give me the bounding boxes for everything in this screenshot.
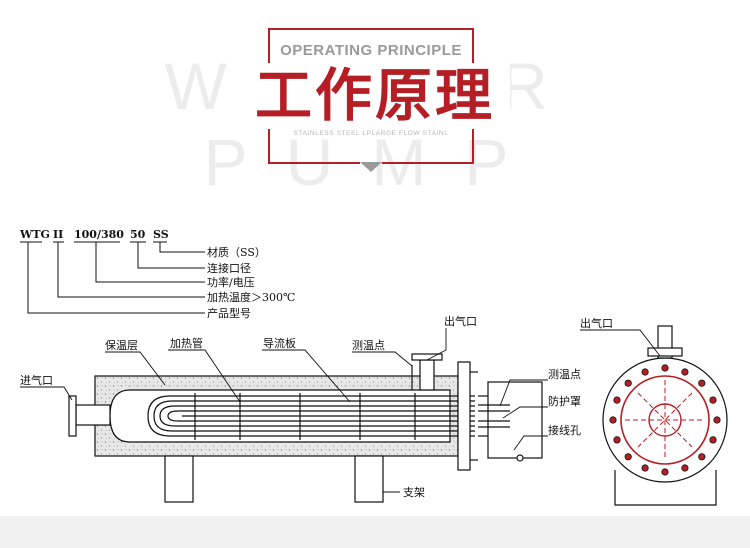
bolt-hole-icon	[624, 453, 632, 461]
bolt-hole-icon	[661, 468, 669, 476]
label-wiring-hole: 接线孔	[548, 423, 581, 437]
bolt-hole-icon	[709, 396, 717, 404]
model-code-block: WTG II 100/380 50 SS	[19, 228, 205, 314]
label-temp-point-box: 测温点	[548, 368, 581, 381]
frame-notch-icon	[360, 162, 382, 172]
leader-lines	[20, 328, 548, 493]
model-code-part-4: 50	[130, 228, 146, 241]
bolt-hole-icon	[613, 436, 621, 444]
model-code-part-5: SS	[153, 228, 169, 241]
legend-heating-temp: 加热温度＞300℃	[207, 290, 295, 304]
legend-material: 材质（SS）	[207, 245, 266, 259]
label-support: 支架	[403, 486, 425, 499]
legend-power-voltage: 功率/电压	[207, 275, 255, 289]
title-chinese: 工作原理	[240, 63, 510, 129]
heater-side-view	[68, 353, 543, 503]
label-shield: 防护罩	[548, 394, 581, 408]
model-code-part-2: II	[53, 228, 63, 241]
flange-bolts	[609, 364, 721, 476]
title-subtitle: STAINLESS STEEL LPLARGE FLOW STAINL	[293, 130, 449, 137]
leader-outlet-end	[580, 329, 661, 357]
bolt-hole-icon	[698, 379, 706, 387]
legend-connection-size: 连接口径	[207, 262, 251, 275]
bolt-hole-icon	[713, 416, 721, 424]
label-baffle: 导流板	[263, 336, 296, 350]
bolt-hole-icon	[613, 396, 621, 404]
title-frame-bottom-left	[268, 162, 360, 164]
legend-product-model: 产品型号	[207, 306, 251, 320]
bolt-hole-icon	[641, 368, 649, 376]
bolt-hole-icon	[661, 364, 669, 372]
heater-end-view	[602, 325, 728, 506]
label-heating-tube: 加热管	[170, 336, 203, 350]
label-outlet-end: 出气口	[580, 316, 613, 330]
title-english: OPERATING PRINCIPLE	[280, 42, 462, 59]
bolt-hole-icon	[624, 379, 632, 387]
footer-band	[0, 516, 750, 548]
bolt-hole-icon	[609, 416, 617, 424]
label-outlet: 出气口	[444, 314, 477, 328]
title-frame-bottom-right	[382, 162, 474, 164]
bolt-hole-icon	[641, 464, 649, 472]
label-insulation: 保温层	[105, 338, 138, 352]
bolt-hole-icon	[698, 453, 706, 461]
label-inlet: 进气口	[20, 373, 53, 387]
bolt-hole-icon	[709, 436, 717, 444]
label-temp-point: 测温点	[352, 339, 385, 352]
model-code-part-3: 100/380	[74, 228, 124, 241]
bolt-hole-icon	[681, 464, 689, 472]
bolt-hole-icon	[681, 368, 689, 376]
model-code-part-1: WTG	[19, 228, 50, 241]
